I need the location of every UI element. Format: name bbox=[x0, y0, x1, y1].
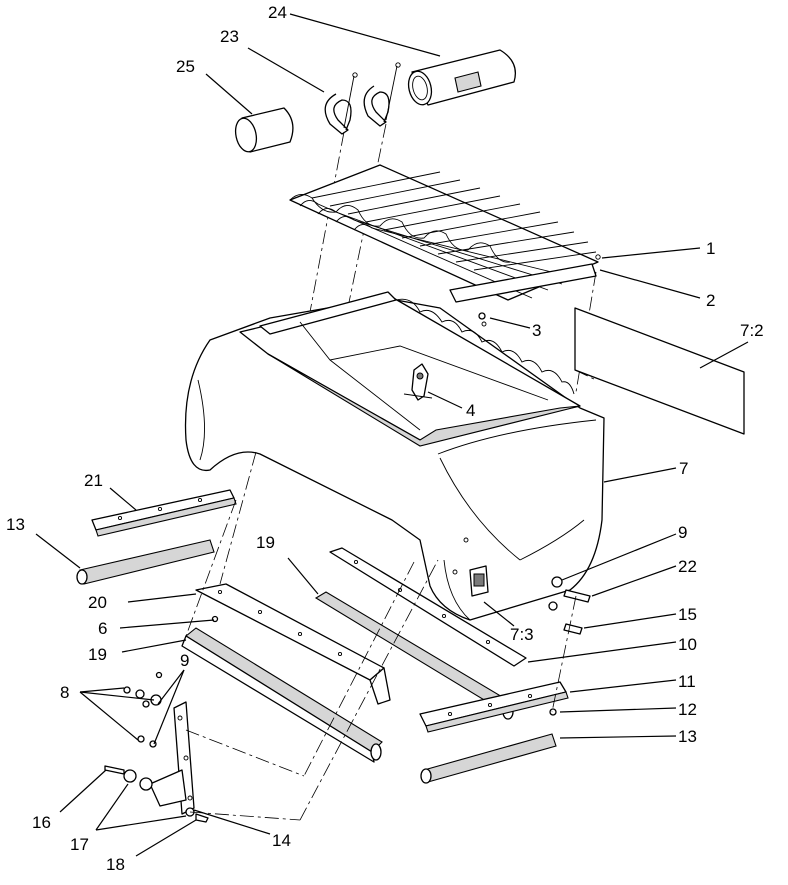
callout-label: 24 bbox=[268, 3, 287, 22]
callout-label: 13 bbox=[678, 727, 697, 746]
callout-label: 9 bbox=[180, 651, 189, 670]
callout-label: 12 bbox=[678, 700, 697, 719]
cylinder-cap-part bbox=[234, 107, 294, 153]
angle-rail-part bbox=[419, 681, 569, 733]
callout-label: 15 bbox=[678, 605, 697, 624]
callout-label: 7 bbox=[679, 459, 688, 478]
callout-label: 13 bbox=[6, 515, 25, 534]
callout-label: 10 bbox=[678, 635, 697, 654]
callout-label: 19 bbox=[256, 533, 275, 552]
callout-label: 8 bbox=[60, 683, 69, 702]
callout-label: 20 bbox=[88, 593, 107, 612]
hose-clamp-part bbox=[324, 62, 401, 135]
callout-label: 11 bbox=[678, 672, 696, 691]
callout-label: 21 bbox=[84, 471, 103, 490]
callout-label: 3 bbox=[532, 321, 541, 340]
callout-label: 25 bbox=[176, 57, 195, 76]
callout-label: 9 bbox=[678, 523, 687, 542]
hood-body-part bbox=[184, 291, 605, 621]
callout-label: 1 bbox=[706, 239, 715, 258]
rubber-flap-part bbox=[181, 627, 383, 763]
corrugated-panel-part bbox=[289, 164, 601, 303]
hanger-strap-part bbox=[149, 701, 195, 815]
latch-part bbox=[403, 363, 433, 401]
callout-label: 18 bbox=[106, 855, 125, 874]
callout-labels: 1 2 3 4 7:2 7 9 22 15 7:3 10 11 12 13 14… bbox=[6, 3, 764, 874]
callout-label: 7:2 bbox=[740, 321, 764, 340]
decal-panel-part bbox=[574, 307, 745, 435]
rubber-rod-part bbox=[420, 733, 557, 784]
angle-rail-part bbox=[91, 489, 237, 537]
callout-label: 6 bbox=[98, 619, 107, 638]
nut-part bbox=[478, 312, 487, 327]
hardware-fasteners bbox=[104, 576, 591, 823]
callout-label: 23 bbox=[220, 27, 239, 46]
pipe-sleeve-part bbox=[407, 49, 517, 106]
callout-label: 17 bbox=[70, 835, 89, 854]
rubber-rod-part bbox=[76, 539, 215, 585]
callout-label: 4 bbox=[466, 401, 475, 420]
bracket-part bbox=[469, 565, 489, 597]
skirt-plate-part bbox=[329, 547, 527, 667]
callout-label: 7:3 bbox=[510, 625, 534, 644]
leader-lines bbox=[35, 13, 749, 857]
callout-label: 16 bbox=[32, 813, 51, 832]
callout-label: 19 bbox=[88, 645, 107, 664]
callout-label: 2 bbox=[706, 291, 715, 310]
callout-label: 14 bbox=[272, 831, 291, 850]
callout-label: 22 bbox=[678, 557, 697, 576]
skirt-plate-part bbox=[195, 583, 391, 705]
